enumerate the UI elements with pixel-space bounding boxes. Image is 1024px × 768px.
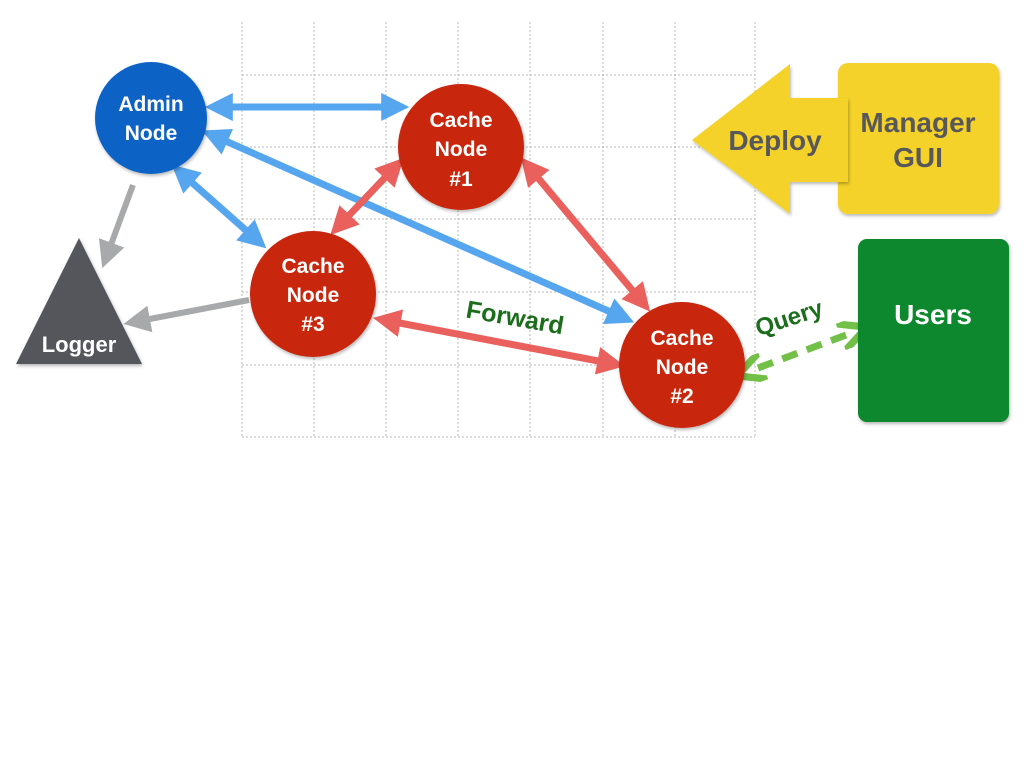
cache-node-3-label-line1: Cache — [281, 255, 344, 278]
forward-label: Forward — [464, 296, 566, 341]
admin-node-label-line1: Admin — [118, 93, 183, 116]
cache-node-3-label-line2: Node — [287, 284, 340, 307]
cache-node-3[interactable] — [250, 231, 376, 357]
link-admin-cache3 — [171, 164, 267, 249]
cache-node-2-label-line2: Node — [656, 356, 709, 379]
cache-node-2-label-line3: #2 — [670, 385, 693, 408]
link-cache1-cache2 — [520, 157, 651, 312]
deploy-arrow — [692, 64, 848, 214]
query-label: Query — [752, 295, 827, 342]
link-cache1-cache3 — [330, 157, 404, 236]
users-box[interactable] — [858, 239, 1009, 422]
cache-node-1-label-line2: Node — [435, 138, 488, 161]
link-query-users — [758, 335, 846, 368]
admin-node-label-line2: Node — [125, 122, 178, 145]
cache-node-2-label-line1: Cache — [650, 327, 713, 350]
logger-triangle[interactable] — [16, 238, 142, 364]
manager-gui-box[interactable] — [838, 63, 999, 214]
cache-node-2[interactable] — [619, 302, 745, 428]
deploy-label: Deploy — [728, 125, 822, 156]
connectors — [98, 93, 846, 375]
manager-gui-label-line1: Manager — [860, 107, 975, 138]
cache-node-3-label-line3: #3 — [301, 313, 324, 336]
link-cache3-cache2 — [372, 309, 626, 375]
cache-node-1[interactable] — [398, 84, 524, 210]
cache-node-1-label-line1: Cache — [429, 109, 492, 132]
logger-label: Logger — [42, 332, 117, 357]
link-cache3-logger — [123, 297, 250, 333]
admin-node[interactable] — [95, 62, 207, 174]
users-label: Users — [894, 299, 972, 330]
link-admin-logger — [98, 183, 136, 269]
manager-gui-label-line2: GUI — [893, 142, 943, 173]
cache-node-1-label-line3: #1 — [449, 168, 473, 191]
